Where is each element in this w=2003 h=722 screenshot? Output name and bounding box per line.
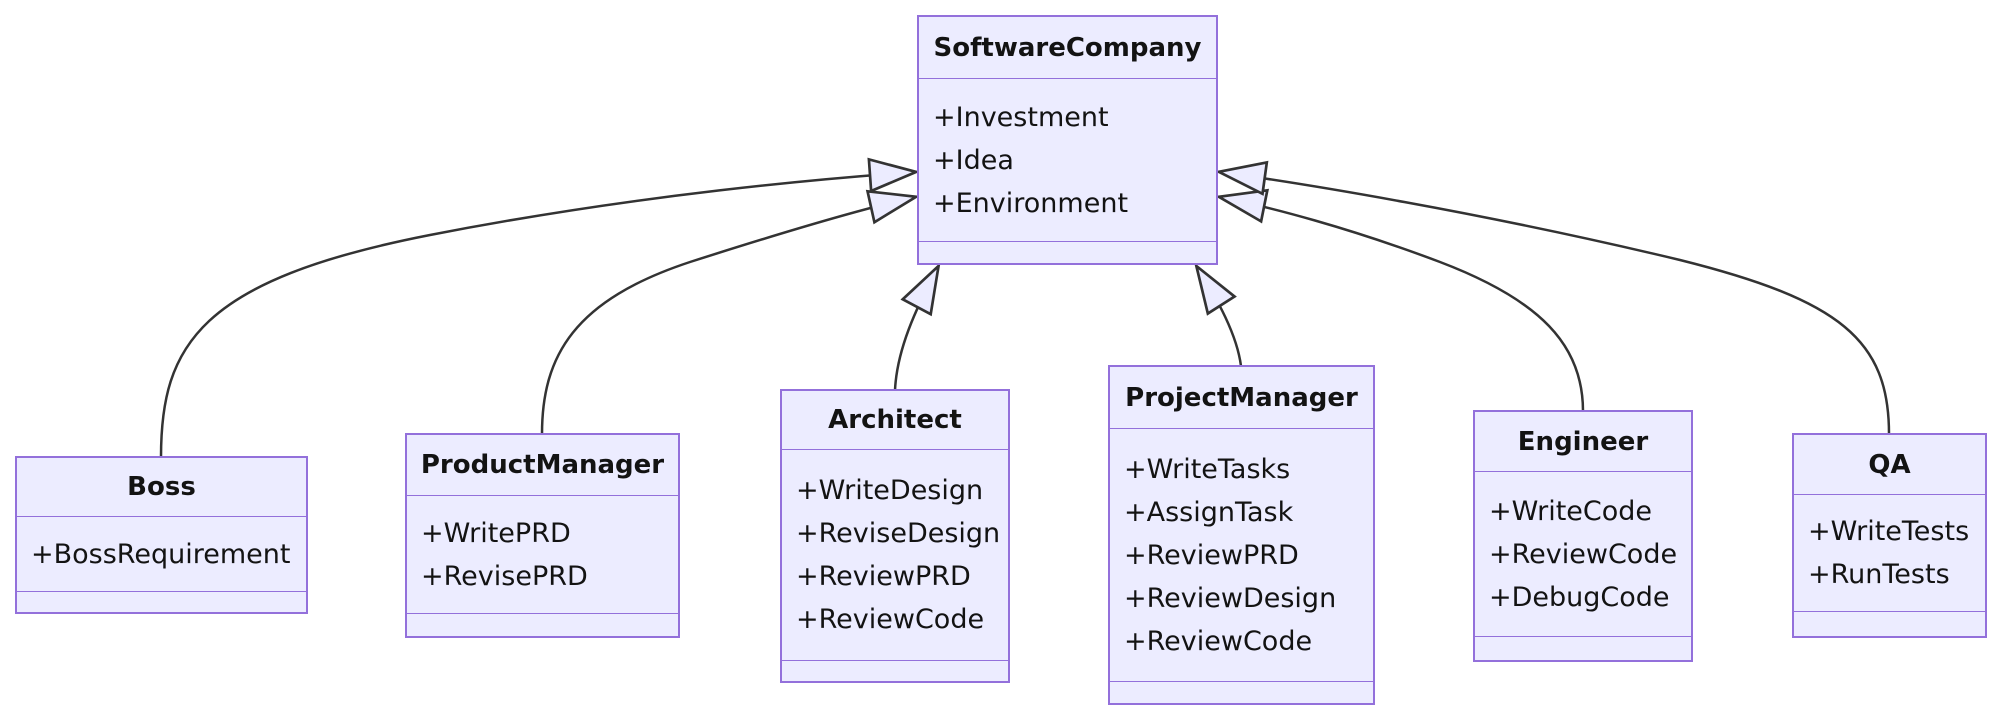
class-member: +RevisePRD xyxy=(421,560,588,592)
class-box-qa: QA +WriteTests +RunTests xyxy=(1792,433,1987,638)
class-member: +RunTests xyxy=(1808,559,1950,590)
class-members: +WriteTasks +AssignTask +ReviewPRD +Revi… xyxy=(1110,429,1373,681)
class-box-engineer: Engineer +WriteCode +ReviewCode +DebugCo… xyxy=(1473,410,1693,662)
class-title: Architect xyxy=(782,391,1008,450)
class-title: QA xyxy=(1794,435,1985,495)
class-member: +DebugCode xyxy=(1489,581,1670,613)
class-box-productmanager: ProductManager +WritePRD +RevisePRD xyxy=(405,433,680,638)
class-member: +WriteCode xyxy=(1489,495,1653,527)
class-members: +BossRequirement xyxy=(17,517,306,591)
edge-projectmanager-to-softwarecompany xyxy=(1197,267,1243,367)
class-title: SoftwareCompany xyxy=(919,17,1216,79)
class-methods-compartment-empty xyxy=(407,613,678,636)
class-member: +AssignTask xyxy=(1124,496,1294,528)
class-member: +Investment xyxy=(933,101,1109,133)
class-members: +Investment +Idea +Environment xyxy=(919,79,1216,241)
class-box-softwarecompany: SoftwareCompany +Investment +Idea +Envir… xyxy=(917,15,1218,265)
class-members: +WriteTests +RunTests xyxy=(1794,495,1985,611)
class-methods-compartment-empty xyxy=(1794,611,1985,636)
class-member: +ReviseDesign xyxy=(796,518,1001,549)
class-title: Boss xyxy=(17,458,306,517)
class-title: ProjectManager xyxy=(1110,367,1373,429)
class-methods-compartment-empty xyxy=(919,241,1216,263)
class-member: +Idea xyxy=(933,144,1014,176)
class-member: +BossRequirement xyxy=(31,538,291,570)
class-methods-compartment-empty xyxy=(782,660,1008,681)
class-members: +WritePRD +RevisePRD xyxy=(407,496,678,613)
class-members: +WriteDesign +ReviseDesign +ReviewPRD +R… xyxy=(782,450,1008,660)
class-member: +ReviewPRD xyxy=(1124,539,1299,571)
class-member: +ReviewCode xyxy=(796,604,985,635)
class-methods-compartment-empty xyxy=(1110,681,1373,703)
class-title: ProductManager xyxy=(407,435,678,496)
class-title: Engineer xyxy=(1475,412,1691,472)
class-member: +WriteTasks xyxy=(1124,453,1291,485)
class-member: +WritePRD xyxy=(421,517,571,549)
edge-architect-to-softwarecompany xyxy=(893,267,938,391)
class-box-projectmanager: ProjectManager +WriteTasks +AssignTask +… xyxy=(1108,365,1375,705)
class-member: +WriteTests xyxy=(1808,516,1970,547)
class-methods-compartment-empty xyxy=(1475,636,1691,660)
class-member: +ReviewDesign xyxy=(1124,582,1337,614)
class-member: +ReviewPRD xyxy=(796,561,971,592)
class-member: +WriteDesign xyxy=(796,475,984,506)
class-box-boss: Boss +BossRequirement xyxy=(15,456,308,614)
class-methods-compartment-empty xyxy=(17,591,306,612)
class-member: +ReviewCode xyxy=(1489,538,1678,570)
class-members: +WriteCode +ReviewCode +DebugCode xyxy=(1475,472,1691,636)
class-member: +Environment xyxy=(933,187,1129,219)
class-box-architect: Architect +WriteDesign +ReviseDesign +Re… xyxy=(780,389,1010,683)
class-member: +ReviewCode xyxy=(1124,625,1313,657)
